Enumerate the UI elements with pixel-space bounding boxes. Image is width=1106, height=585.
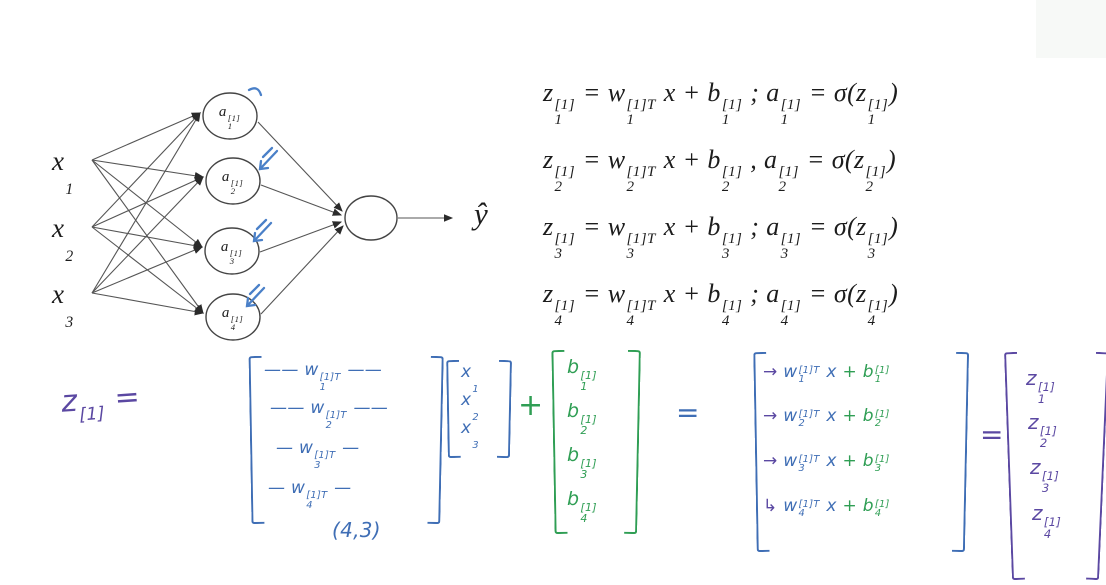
b-vector-row: b[1]4	[567, 488, 597, 526]
vector-bracket-right	[624, 349, 641, 535]
z-vector-row: z[1]3	[1030, 455, 1060, 495]
vector-bracket-left	[551, 349, 568, 535]
b-term: + b[1]3	[842, 451, 890, 475]
matrix-bracket-right	[427, 355, 444, 525]
w-matrix-shape-label: (4,3)	[332, 518, 381, 542]
x-vector-row: x 1	[461, 362, 479, 396]
x-vector-row: x 3	[461, 418, 479, 452]
b-term: + b[1]2	[842, 406, 890, 430]
z-vector-row: z[1]2	[1028, 410, 1058, 450]
b-term: + b[1]1	[842, 362, 890, 386]
down-left-arrow-icon	[252, 218, 273, 243]
input-label-x3: x 3	[52, 279, 74, 332]
vector-bracket-right	[951, 351, 970, 553]
pen-arc-icon	[247, 87, 263, 97]
equals-sign-1: =	[676, 396, 700, 429]
b-vector-row: b[1]3	[567, 444, 597, 482]
x-vector: x 1 x 2 x 3	[446, 359, 513, 459]
hidden-to-output-edges	[257, 121, 344, 315]
hidden-node-label-a2: a[1]2	[221, 169, 244, 197]
vector-bracket-left	[1004, 351, 1025, 581]
input-to-hidden-edges	[91, 112, 205, 316]
vector-bracket-left	[446, 359, 461, 459]
network-diagram	[91, 87, 454, 341]
hidden-node	[202, 92, 258, 140]
vector-bracket-right	[496, 359, 513, 459]
down-left-arrow-icon	[245, 283, 266, 308]
z-vector-row: z[1]4	[1032, 501, 1062, 541]
hidden-node-label-a3: a[1]3	[220, 239, 243, 267]
b-vector: b[1]1 b[1]2 b[1]3 b[1]4	[551, 349, 641, 535]
row-arrow-icon: →	[763, 362, 778, 382]
row-arrow-icon: →	[763, 451, 778, 471]
hidden-node	[204, 227, 260, 275]
handdrawn-pointer-arrow-icons	[245, 87, 279, 308]
output-label-yhat: ŷ	[474, 196, 489, 231]
input-label-x1: x 1	[52, 146, 74, 199]
hidden-node	[205, 157, 261, 205]
b-vector-row: b[1]1	[567, 356, 597, 394]
output-node	[344, 195, 398, 241]
plus-sign: +	[518, 388, 544, 423]
row-arrow-icon: ↳	[763, 496, 778, 516]
hidden-node-label-a4: a[1]4	[221, 305, 244, 333]
row-arrow-icon: →	[763, 406, 778, 426]
handwritten-z1-lhs: z[1] =	[60, 379, 142, 426]
x-vector-row: x 2	[461, 390, 479, 424]
hidden-nodes	[202, 92, 261, 341]
vector-bracket-right	[1086, 351, 1106, 581]
matrix-bracket-left	[248, 355, 265, 525]
z-vector: z[1]1 z[1]2 z[1]3 z[1]4	[1004, 351, 1106, 581]
top-right-shade	[1036, 0, 1106, 58]
hidden-node-label-a1: a[1]1	[218, 104, 241, 132]
b-term: + b[1]4	[842, 496, 890, 520]
z-vector-row: z[1]1	[1026, 366, 1056, 406]
down-left-arrow-icon	[258, 146, 279, 171]
b-vector-row: b[1]2	[567, 400, 597, 438]
input-label-x2: x 2	[52, 213, 74, 266]
equals-sign-2: =	[980, 418, 1004, 451]
